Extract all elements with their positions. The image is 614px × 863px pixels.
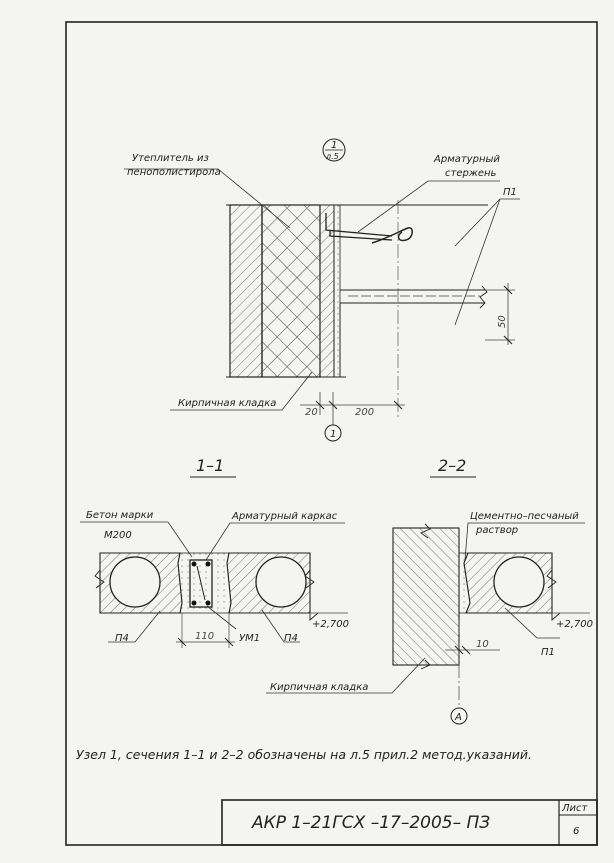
section-title-2-2: 2–2: [438, 456, 466, 475]
p4-label-left: П4: [115, 633, 129, 644]
rod-label-2: стержень: [445, 168, 497, 179]
brick-label-bottom: Кирпичная кладка: [270, 682, 368, 693]
dim-110: 110: [195, 631, 214, 642]
p1-label-top: П1: [503, 187, 517, 198]
mortar-label-1: Цементно–песчаный: [470, 511, 579, 522]
dim-50: 50: [497, 315, 508, 328]
node-reference: [322, 138, 346, 162]
insulation-label-1: Утеплитель из: [132, 153, 209, 164]
axis-marker-a: [450, 707, 468, 725]
axis-marker-a-label: А: [454, 712, 462, 723]
dim-20: 20: [305, 407, 318, 418]
mortar-label-2: раствор: [475, 525, 518, 536]
p1-label-right: П1: [541, 647, 555, 658]
insulation-label-2: пенополистирола: [127, 167, 221, 178]
cage-label: Арматурный каркас: [231, 511, 338, 522]
node-reference-number: 1: [331, 140, 337, 151]
node-reference-sheet: л.5: [325, 152, 339, 161]
title-block: АКР 1–21ГСХ –17–2005– ПЗ Лист 6: [221, 799, 598, 846]
sheet-label: Лист: [561, 803, 589, 814]
insulation-layer: [261, 204, 321, 378]
um1-label: УМ1: [239, 633, 260, 644]
reinforcement-cage: [189, 559, 213, 608]
sheet-number: 6: [573, 826, 579, 837]
dim-10: 10: [476, 639, 489, 650]
section-1-1-detail: 110 +2,700 Бетон марки М200 Арматурный к…: [80, 510, 349, 648]
brick-wall: [229, 204, 263, 378]
rod-label-1: Арматурный: [433, 154, 500, 165]
brick-wall-section-2: [392, 527, 460, 666]
axis-marker-1-label: 1: [330, 429, 336, 440]
dim-200: 200: [355, 407, 374, 418]
concrete-label-1: Бетон марки: [86, 510, 154, 521]
level-mark-2: +2,700: [556, 619, 593, 630]
section-2-2-detail: А 10 +2,700 Цементно–песчаный раствор П1…: [266, 511, 593, 725]
node-1-detail: 20 200 50 1 1 л.5 Утеплитель из пенополи…: [124, 138, 520, 442]
brick-label-top: Кирпичная кладка: [178, 398, 276, 409]
axis-marker-1: [324, 424, 342, 442]
concrete-label-2: М200: [104, 530, 132, 541]
drawing-note: Узел 1, сечения 1–1 и 2–2 обозначены на …: [76, 747, 532, 762]
document-code: АКР 1–21ГСХ –17–2005– ПЗ: [251, 813, 490, 833]
p4-label-right: П4: [284, 633, 298, 644]
level-mark-1: +2,700: [312, 619, 349, 630]
reinforcement-rod: [325, 213, 393, 241]
section-title-1-1: 1–1: [196, 456, 224, 475]
